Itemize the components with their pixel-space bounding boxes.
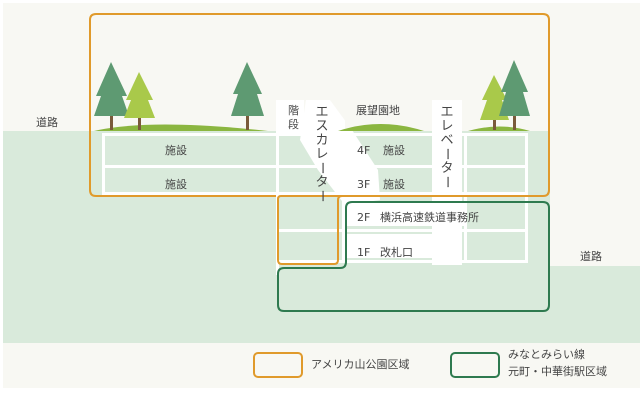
escalator-label-char: タ xyxy=(315,175,328,190)
gate-1f-label: 改札口 xyxy=(380,245,413,259)
tree-light-1 xyxy=(124,72,155,130)
observation-label: 展望園地 xyxy=(356,104,400,117)
road-left-label: 道路 xyxy=(36,115,58,129)
facility-left-upper-label: 施設 xyxy=(165,143,187,157)
legend-panel: アメリカ山公園区域 みなとみらい線 元町・中華街駅区域 xyxy=(3,343,640,388)
grass-mound-center xyxy=(338,124,424,131)
escalator-label-char: エ xyxy=(315,105,328,120)
elevator-label-char: ー xyxy=(439,175,454,188)
tree-dark-3 xyxy=(499,60,530,130)
floor-4f-label: 4F xyxy=(357,144,370,157)
railway-legend-swatch xyxy=(450,352,500,378)
ground-right xyxy=(549,266,640,343)
stairs-label-1: 階 xyxy=(288,103,299,117)
elevator-label-char: ベ xyxy=(440,133,453,148)
facility-left-lower-label: 施設 xyxy=(165,177,187,191)
park-legend-label: アメリカ山公園区域 xyxy=(311,358,410,371)
park-legend-swatch xyxy=(253,352,303,378)
railway-region-outline xyxy=(277,201,550,312)
railway-legend-label-line1: みなとみらい線 xyxy=(508,348,585,361)
elevator-label-char: タ xyxy=(440,161,453,176)
road-right-label: 道路 xyxy=(580,249,602,263)
building-structure xyxy=(102,100,528,275)
tree-dark-2 xyxy=(231,62,264,130)
park-region-outline xyxy=(96,13,550,265)
escalator-label-char: レ xyxy=(315,147,328,162)
facility-4f-label: 施設 xyxy=(383,143,405,157)
floor-1f-label: 1F xyxy=(357,246,370,259)
office-2f-label: 横浜高速鉄道事務所 xyxy=(380,210,479,224)
tree-dark-1 xyxy=(94,62,129,130)
facility-3f-label: 施設 xyxy=(383,177,405,191)
escalator-label-char: カ xyxy=(315,133,328,148)
floor-3f-label: 3F xyxy=(357,178,370,191)
ground-left xyxy=(3,131,90,343)
grass-mound-left xyxy=(94,124,268,131)
stairs-label-2: 段 xyxy=(288,117,299,131)
park-region-outline-left xyxy=(89,13,276,197)
elevator-label-char: レ xyxy=(440,119,453,134)
escalator-label-char: ス xyxy=(315,119,328,134)
railway-legend-label-line2: 元町・中華街駅区域 xyxy=(508,365,607,378)
elevator-label-char: ー xyxy=(439,147,454,160)
escalator-label-char: ー xyxy=(314,189,329,202)
elevator-label-char: エ xyxy=(440,105,453,120)
escalator-label-char: ー xyxy=(314,161,329,174)
floor-2f-label: 2F xyxy=(357,211,370,224)
